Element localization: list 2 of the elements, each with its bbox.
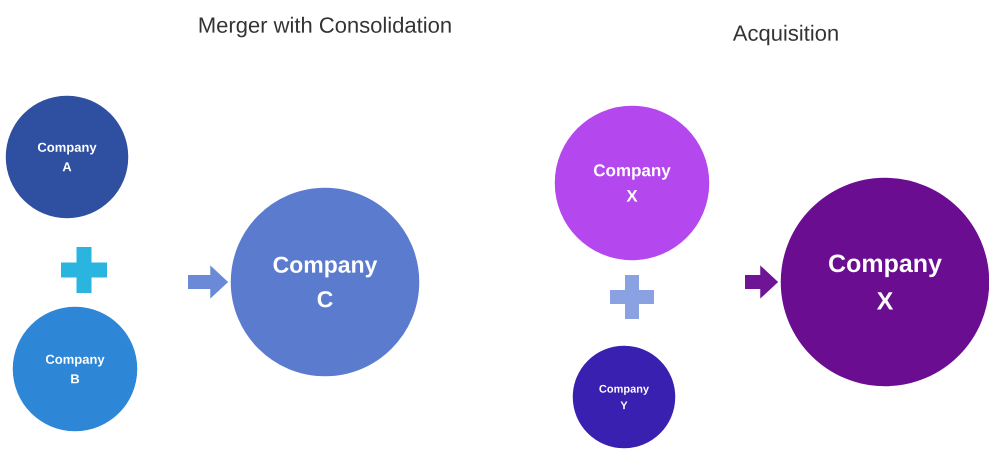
heading: Acquisition bbox=[732, 24, 838, 46]
heading: Merger with Consolidation bbox=[200, 16, 451, 38]
